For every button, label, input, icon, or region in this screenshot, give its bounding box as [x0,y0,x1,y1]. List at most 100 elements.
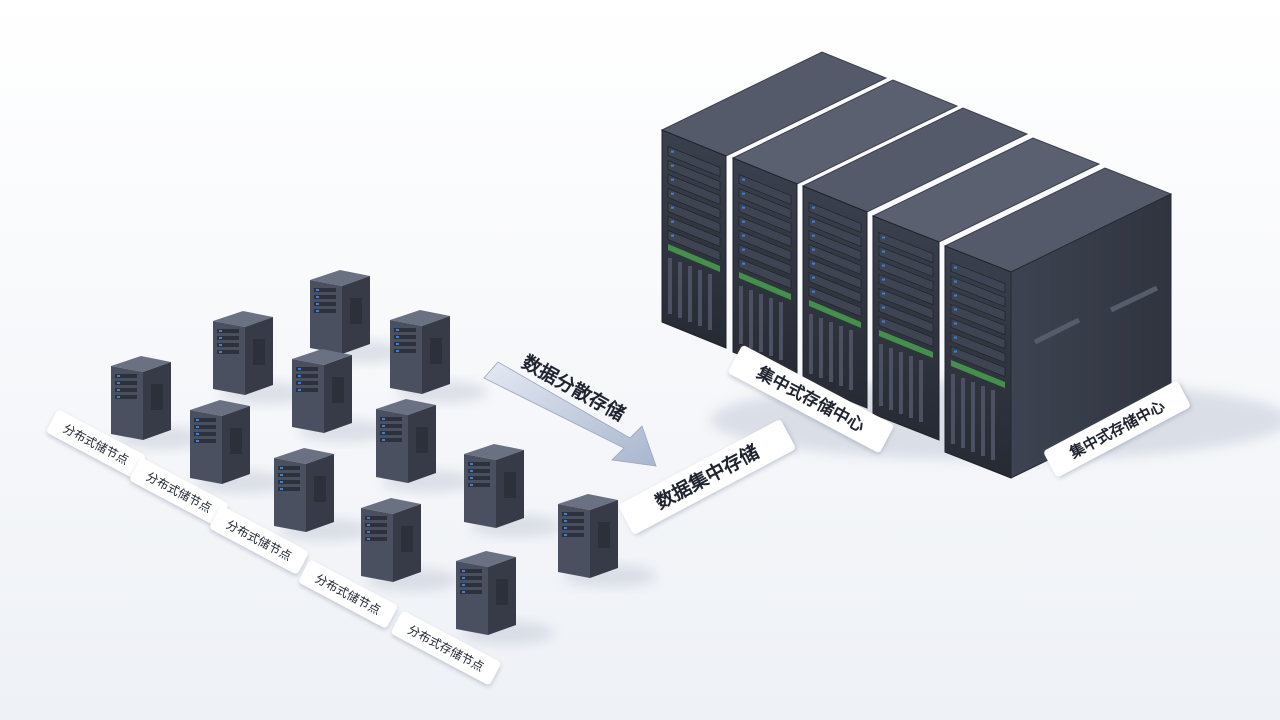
tower-drive-bay [468,483,490,487]
tower-led [316,303,319,305]
center-label-side-box [1044,381,1190,477]
rack-server-unit [878,259,934,292]
rack-led [954,322,957,325]
rack-server-unit [950,331,1006,364]
tower-drive-bay [115,381,137,385]
tower-drive-bay [217,343,239,347]
tower-led [196,440,199,442]
tower-drive-bay [394,349,416,353]
rack-side-vent [1109,285,1159,313]
tower-led [196,419,199,421]
tower-top-face [464,444,524,460]
rack-server-unit [950,275,1006,308]
tower-led [462,584,465,586]
rack-cabinet-icon [801,107,1029,409]
tower-drive-bay [460,583,482,587]
rack-led [882,250,885,253]
rack-led [742,178,745,181]
rack-server-unit [808,285,862,318]
tower-led [280,467,283,469]
tower-drive-bay [468,462,490,466]
tower-drive-bay [460,590,482,594]
rack-server-unit [950,317,1006,350]
rack-cabinet-icon [871,137,1101,441]
rack-server-unit [808,201,862,234]
tower-server-icon [390,310,450,394]
node-label-4-box [299,560,397,628]
tower-drive-bay [314,309,336,313]
rack-led [882,292,885,295]
tower-led [564,513,567,515]
tower-led [396,329,399,331]
node-label-3-box [210,506,308,574]
tower-drive-bay [278,466,300,470]
tower-led [117,396,120,398]
tower-drive-bay [296,367,318,371]
rack-side-vent [1033,317,1081,345]
tower-vent [430,338,442,364]
rack-server-unit [667,215,721,248]
tower-top-face [274,448,334,464]
tower-drive-bay [115,395,137,399]
rack-server-unit [878,245,934,278]
tower-drive-bay [278,480,300,484]
tower-top-face [111,356,171,372]
tower-led [316,310,319,312]
tower-vent [504,472,516,498]
tower-vent [496,579,508,605]
node-label-2-box [130,458,228,526]
tower-drive-bay [562,526,584,530]
rack-led [742,192,745,195]
tower-drive-bay [562,512,584,516]
tower-vent [332,377,344,403]
tower-led [219,344,222,346]
tower-drive-bay [562,533,584,537]
tower-drive-bay [380,431,402,435]
rack-led [812,206,815,209]
tower-server-icon [464,444,524,528]
rack-server-unit [950,261,1006,294]
rack-led [882,306,885,309]
rack-led [954,280,957,283]
tower-drive-bay [217,350,239,354]
tower-vent [151,384,163,410]
tower-top-face [390,310,450,326]
rack-server-unit [738,243,792,276]
tower-drive-bay [460,576,482,580]
tower-drive-bay [194,425,216,429]
tower-top-face [310,270,370,286]
rack-led [954,266,957,269]
tower-led [219,351,222,353]
tower-led [196,433,199,435]
tower-led [316,289,319,291]
tower-drive-bay [115,388,137,392]
tower-drive-bay [562,519,584,523]
tower-server-icon [111,356,171,440]
tower-drive-bay [278,487,300,491]
tower-vent [253,339,265,365]
tower-top-face [558,494,618,510]
tower-led [280,488,283,490]
rack-board-strip [879,330,933,358]
tower-drive-bay [296,388,318,392]
tower-server-icon [456,551,516,635]
tower-led [117,389,120,391]
rack-cabinet-icon [943,167,1173,479]
rack-led [954,308,957,311]
tower-led [280,474,283,476]
rack-server-unit [808,271,862,304]
tower-top-face [376,399,436,415]
rack-cabinet-icon [660,51,888,349]
rack-led [671,220,674,223]
tower-led [396,343,399,345]
rack-led [742,262,745,265]
tower-server-icon [376,399,436,483]
tower-top-face [190,400,250,416]
tower-led [382,432,385,434]
rack-led [742,220,745,223]
tower-led [462,577,465,579]
rack-server-unit [738,201,792,234]
flow-arrow-icon [483,361,657,467]
